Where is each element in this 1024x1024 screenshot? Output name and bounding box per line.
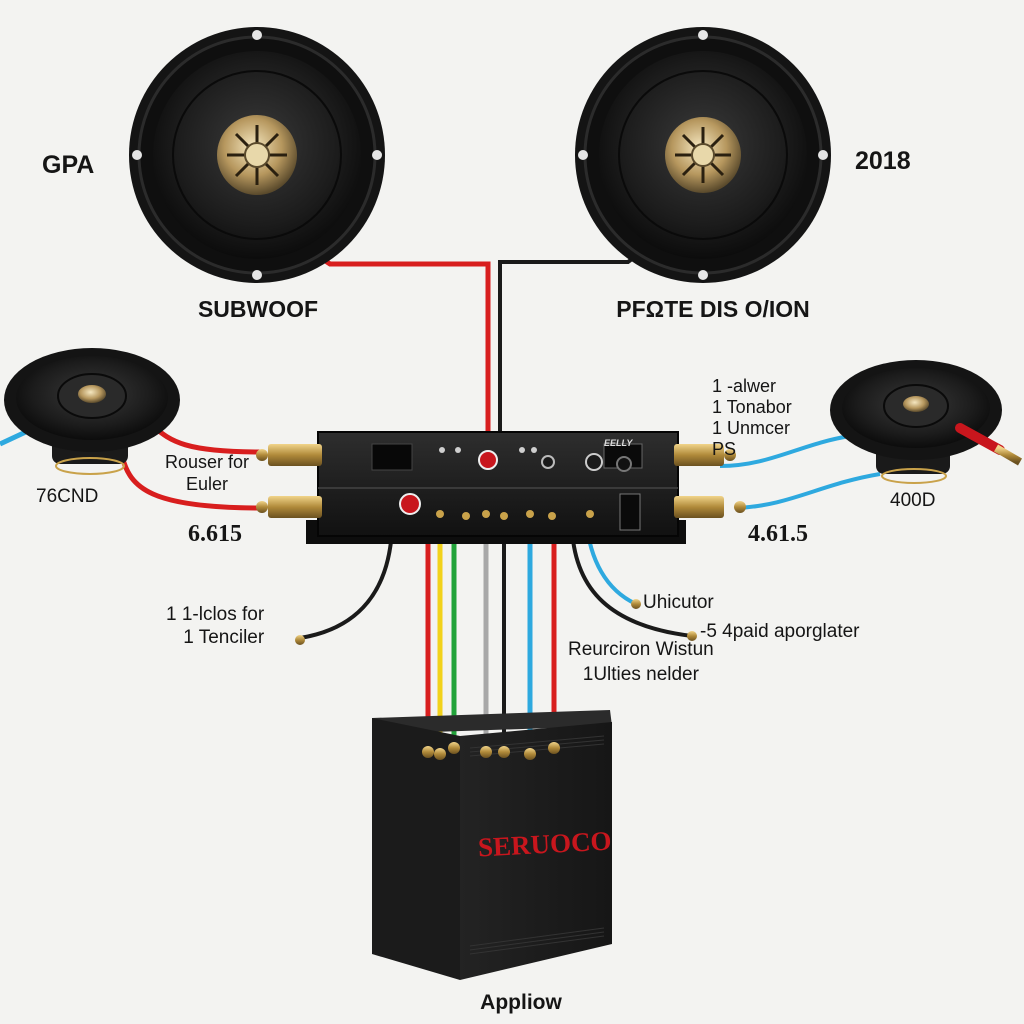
label-top-left: GPA — [42, 151, 95, 179]
black-wire-left-down — [299, 529, 394, 640]
amp-terminals-left — [256, 444, 322, 518]
label-left-value: 6.615 — [188, 521, 242, 547]
label-center-lower: Reurciron Wistun 1Ulties nelder — [568, 639, 714, 685]
label-bottom: Appliow — [480, 991, 562, 1014]
wires — [0, 253, 881, 752]
blue-wire-right-lower — [735, 472, 881, 510]
label-right-small-speaker: 400D — [890, 490, 936, 511]
small-speaker-right — [830, 360, 1023, 484]
subwoofer-left — [129, 27, 385, 283]
label-right-block: 1 -alwer 1 Tonabor 1 Unmcer PS — [712, 376, 792, 460]
black-wire-right-down — [570, 529, 693, 638]
label-subwoofer: SUBWOOF — [197, 296, 319, 322]
speaker-right — [575, 27, 831, 283]
label-right-speaker: PFΩTE DIS O/ION — [616, 296, 810, 322]
label-left-lower: 1 1-lclos for 1 Tenciler — [166, 604, 265, 648]
label-amp-panel: EELLY — [604, 438, 633, 448]
small-speaker-left — [4, 348, 180, 475]
label-top-right: 2018 — [855, 147, 911, 175]
rca-plug-right — [955, 423, 1005, 455]
label-right-value: 4.61.5 — [748, 521, 808, 547]
amplifier — [256, 431, 746, 544]
red-wire-left-lower — [119, 455, 263, 511]
wire-lugs — [295, 599, 697, 645]
label-left-mid: Rouser for Euler — [165, 452, 250, 494]
blue-wire-right-upper — [719, 434, 851, 468]
label-left-small-speaker: 76CND — [36, 486, 99, 507]
power-supply-box — [372, 710, 612, 980]
red-wire-subwoofer — [316, 253, 491, 440]
label-right-wire-b: -5 4paid aporglater — [700, 621, 860, 642]
amp-terminals-right — [674, 444, 746, 518]
black-wire-right-speaker — [498, 254, 638, 440]
label-right-wire-a: Uhicutor — [643, 592, 714, 613]
red-wire-left-upper — [148, 422, 263, 455]
